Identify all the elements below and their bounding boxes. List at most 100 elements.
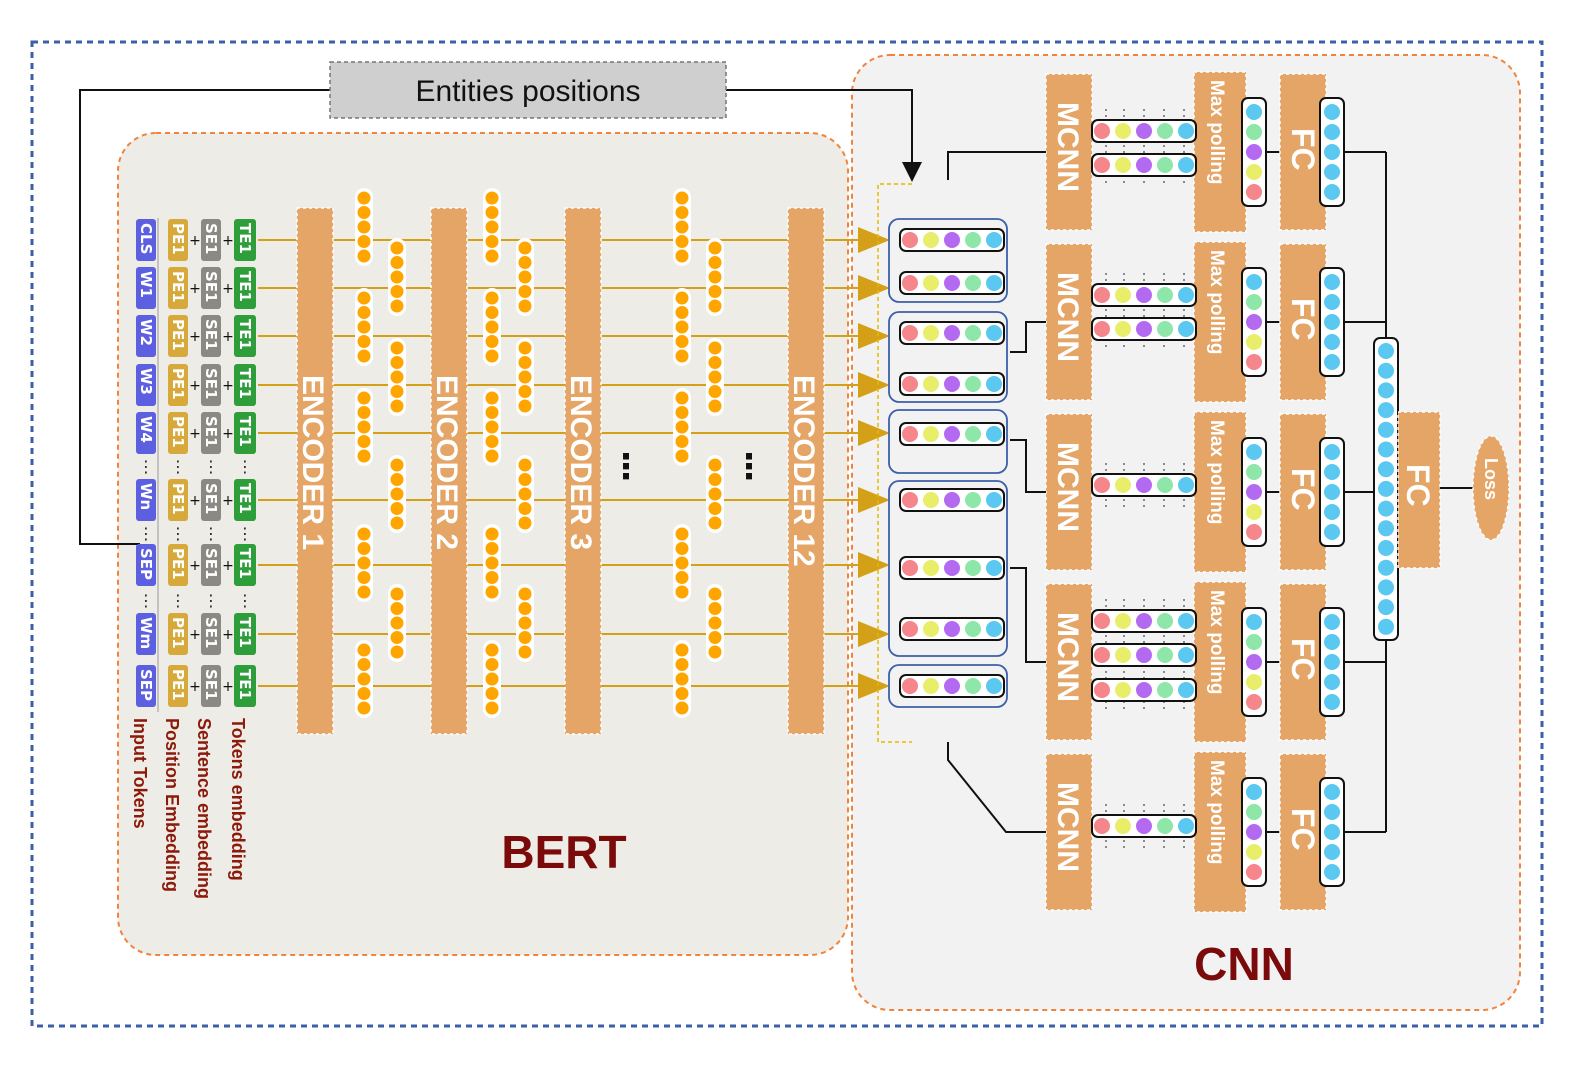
vector-dot <box>1094 321 1110 337</box>
fc-output-dot <box>1324 674 1340 690</box>
vector-dot <box>1157 123 1173 139</box>
vector-dot <box>923 560 939 576</box>
plus-sign: + <box>189 679 201 695</box>
pooled-dot <box>1246 524 1262 540</box>
position-embedding-token: PE1 <box>168 315 188 357</box>
embedding-legend: Input Tokens Position Embedding Sentence… <box>130 718 248 899</box>
pooled-dot <box>1246 294 1262 310</box>
position-embedding-token-box <box>168 479 188 521</box>
plus-sign: + <box>222 281 234 297</box>
mcnn-label: MCNN <box>1051 102 1084 192</box>
vector-dot <box>1136 287 1152 303</box>
vector-dot <box>1178 647 1194 663</box>
vector-dot <box>986 376 1002 392</box>
hidden-state-dot <box>390 516 404 530</box>
concat-dot <box>1378 461 1394 478</box>
position-embedding-token: PE1 <box>168 219 188 261</box>
token-representation <box>899 271 1005 295</box>
hidden-state-vector <box>673 288 691 366</box>
input-token-wn-label: Wn <box>137 483 155 510</box>
hidden-state-vector <box>516 455 534 533</box>
hidden-state-dot <box>357 306 371 319</box>
hidden-state-dot <box>675 449 689 463</box>
fc-output-dot <box>1324 804 1340 820</box>
hidden-state-dot <box>518 370 532 384</box>
input-token-w1-box <box>136 267 156 309</box>
hidden-state-dot <box>390 356 404 369</box>
vector-dot <box>923 621 939 637</box>
concat-dot <box>1378 441 1394 458</box>
token-embedding-token-label: TE1 <box>236 548 254 579</box>
input-token-w1: W1 <box>136 267 156 309</box>
hidden-state-dot <box>708 487 722 501</box>
vector-dot <box>923 678 939 694</box>
plus-sign: + <box>189 233 201 249</box>
concat-dot <box>1378 343 1394 359</box>
vector-dot <box>944 678 960 694</box>
vector-dot <box>1115 818 1131 834</box>
hidden-state-dot <box>357 235 371 248</box>
bert-flow-lines <box>258 227 890 699</box>
loss-node <box>1472 435 1510 541</box>
hidden-state-dot <box>708 341 722 355</box>
vector-dot <box>1115 647 1131 663</box>
pooled-dot <box>1246 864 1262 880</box>
hidden-state-dot <box>357 391 371 405</box>
legend-sentence-embedding: Sentence embedding <box>194 718 214 899</box>
hidden-state-dot <box>357 571 371 584</box>
encoder-label: ENCODER 12 <box>787 375 820 567</box>
legend-position-embedding: Position Embedding <box>162 718 182 892</box>
hidden-state-vector <box>483 288 501 366</box>
token-representation <box>899 617 1005 641</box>
sentence-embedding-token: SE1 <box>201 219 221 261</box>
vector-dot <box>944 426 960 442</box>
plus-sign: + <box>222 233 234 249</box>
pooled-dot <box>1246 674 1262 690</box>
entity-group <box>888 218 1008 303</box>
final-fc-label: FC <box>1400 464 1436 507</box>
hidden-state-dot <box>357 420 371 434</box>
token-representation <box>899 228 1005 252</box>
plus-sign: + <box>189 627 201 643</box>
pooled-dot <box>1246 804 1262 820</box>
plus-sign: + <box>222 493 234 509</box>
concat-dot <box>1378 599 1394 616</box>
hidden-state-dot <box>357 449 371 463</box>
position-embedding-token-box <box>168 613 188 655</box>
hidden-state-dot <box>485 643 499 657</box>
hidden-state-dot <box>390 473 404 486</box>
input-token-wm: Wm <box>136 613 156 655</box>
input-token-sep-label: SEP <box>137 548 155 580</box>
cnn-label: CNN <box>1194 938 1294 990</box>
fc-label: FC <box>1285 638 1321 681</box>
hidden-state-dot <box>357 435 371 448</box>
input-token-sep-box <box>136 544 156 586</box>
pooled-dot <box>1246 484 1262 500</box>
input-token-sep: SEP <box>136 544 156 586</box>
vertical-ellipsis: ⋮ <box>170 457 186 476</box>
hidden-state-dot <box>485 249 499 263</box>
hidden-state-dot <box>675 220 689 234</box>
max-pooling-label: Max polling <box>1206 80 1227 185</box>
vector-dot <box>965 678 981 694</box>
pooled-dot <box>1246 104 1262 120</box>
feature-map <box>1091 609 1197 633</box>
fc-output-dot <box>1324 334 1340 350</box>
input-token-sep-box <box>136 665 156 707</box>
hidden-state-dot <box>390 270 404 284</box>
vertical-ellipsis: ⋮ <box>203 524 219 543</box>
hidden-state-dot <box>675 406 689 419</box>
hidden-state-dot <box>485 335 499 348</box>
vector-dot <box>902 426 918 442</box>
hidden-state-vector <box>355 288 373 366</box>
hidden-state-vector <box>388 238 406 316</box>
hidden-state-dot <box>390 241 404 255</box>
hidden-state-dot <box>708 645 722 659</box>
position-embedding-token: PE1 <box>168 613 188 655</box>
hidden-state-dot <box>675 571 689 584</box>
token-embedding-token: TE1 <box>234 544 256 586</box>
hidden-state-dot <box>675 306 689 319</box>
